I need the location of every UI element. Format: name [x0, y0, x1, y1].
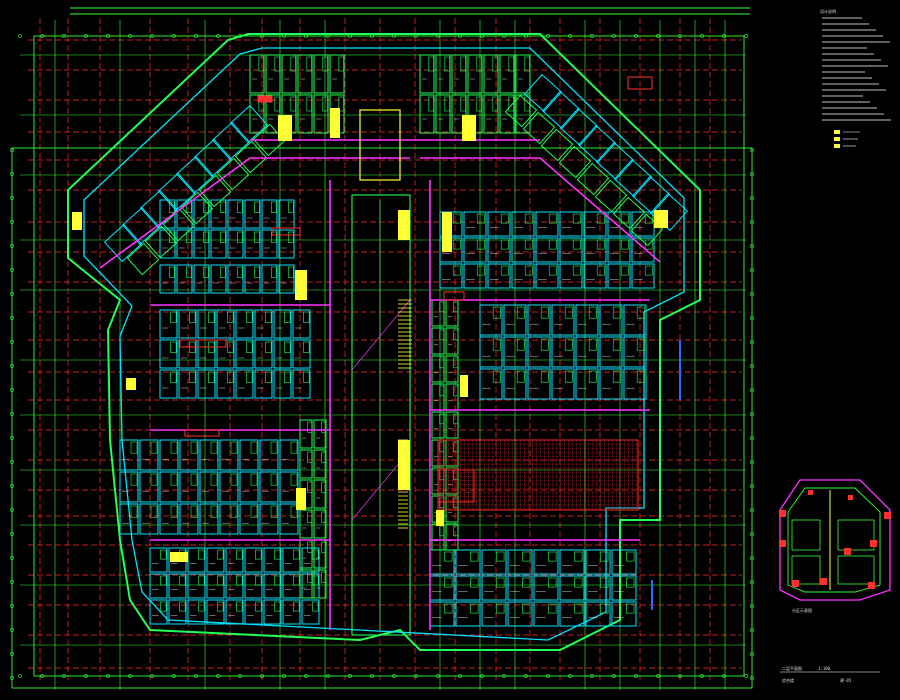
- drawing-title: 二层平面图: [782, 665, 802, 671]
- sheet-number: 建-05: [840, 677, 852, 683]
- primary-walls: [99, 139, 661, 630]
- stair-cores: [72, 108, 668, 562]
- hatched-zone: [437, 439, 639, 511]
- room-walls: [103, 54, 689, 627]
- key-plan-label: 分区示意图: [792, 607, 812, 613]
- curtain-wall-edges: [651, 340, 681, 610]
- notes-panel: 设计说明: [820, 8, 891, 148]
- key-plan: 分区示意图: [779, 479, 891, 613]
- drawing-scale: 1:100: [818, 666, 831, 671]
- dimension-frame: [11, 7, 753, 689]
- grid-lines-red: [28, 18, 742, 680]
- room-tags: [179, 76, 653, 437]
- note-lines: [822, 17, 891, 121]
- notes-title: 设计说明: [820, 8, 836, 14]
- project-name: 综合楼: [782, 677, 794, 683]
- title-block: 二层平面图 综合楼 1:100 建-05: [780, 665, 880, 683]
